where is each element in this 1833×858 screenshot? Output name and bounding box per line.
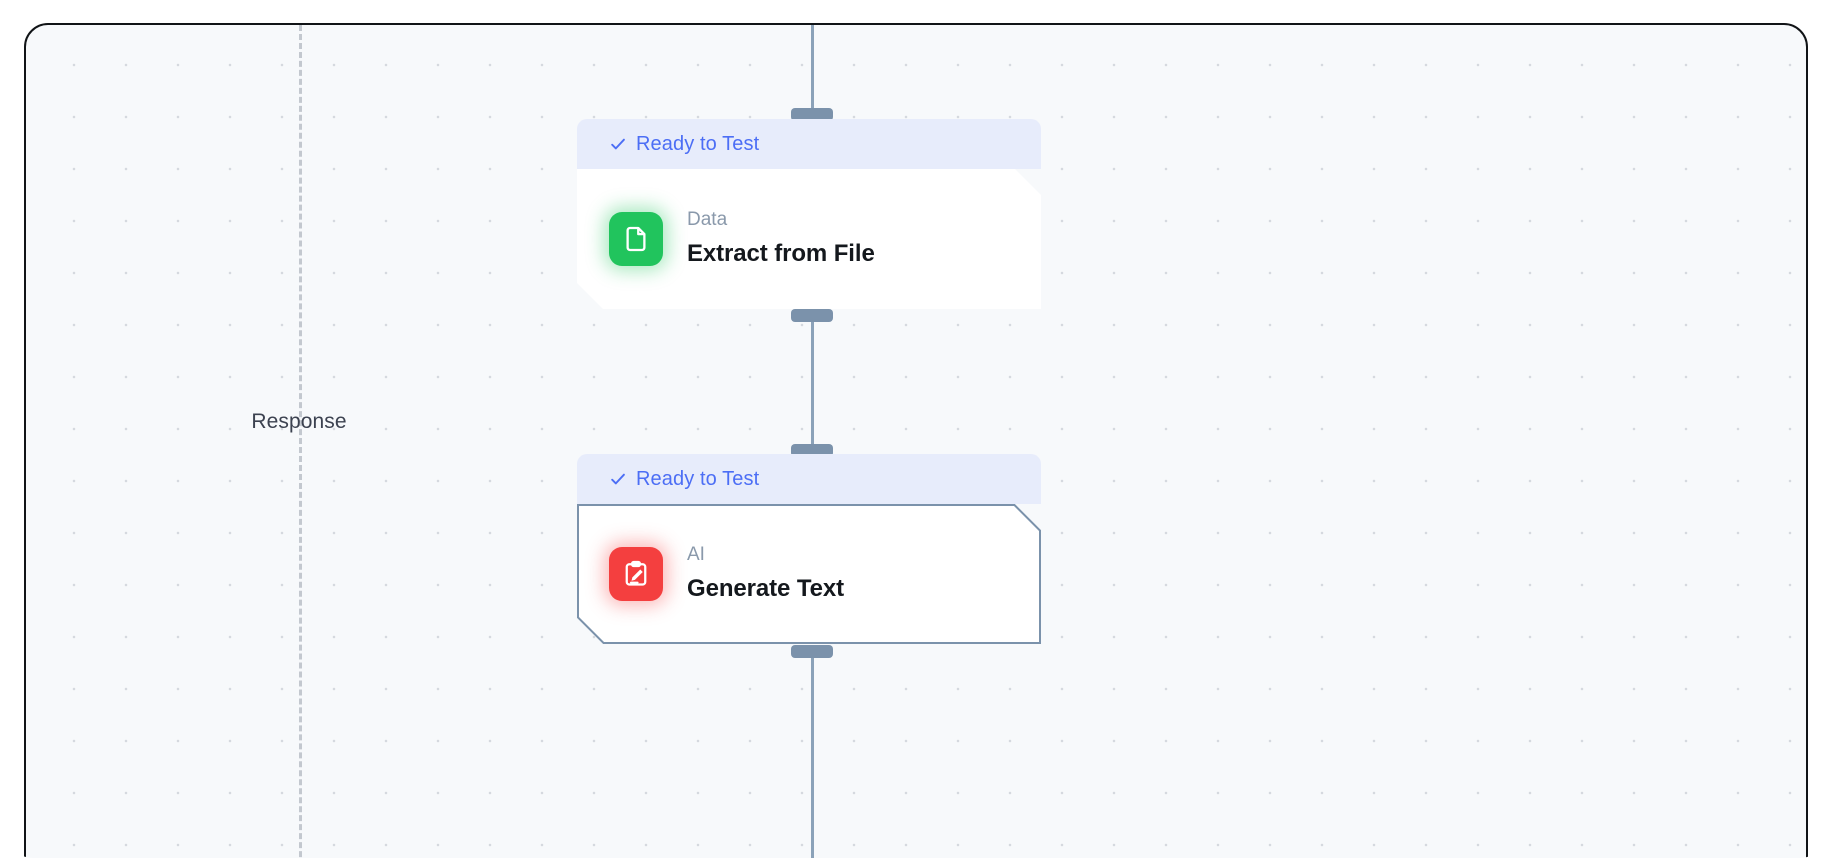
check-icon (611, 473, 625, 485)
node-2-kind: AI (687, 544, 705, 566)
file-document-icon (609, 212, 663, 266)
edge-between-nodes[interactable] (811, 319, 814, 453)
node-1-content: Data Extract from File (609, 209, 875, 269)
response-guide-label: Response (251, 410, 347, 433)
node-2-status-text: Ready to Test (636, 467, 760, 490)
node-1-status-badge[interactable]: Ready to Test (577, 119, 1041, 169)
node-1-target-handle[interactable] (791, 108, 833, 121)
node-generate-text[interactable]: Ready to Test AI (577, 454, 1041, 644)
check-icon (611, 138, 625, 150)
edge-outgoing[interactable] (811, 653, 814, 858)
node-2-title: Generate Text (687, 575, 844, 602)
node-1-kind: Data (687, 209, 728, 231)
node-2-source-handle[interactable] (791, 645, 833, 658)
workflow-canvas[interactable]: Response Ready to Test (24, 23, 1808, 858)
node-extract-from-file[interactable]: Ready to Test Data Extract from File (577, 119, 1041, 309)
node-1-source-handle[interactable] (791, 309, 833, 322)
node-2-target-handle[interactable] (791, 444, 833, 457)
node-1-text: Data Extract from File (687, 209, 875, 269)
node-2-card[interactable]: AI Generate Text (577, 504, 1041, 644)
node-2-text: AI Generate Text (687, 544, 844, 604)
node-1-card[interactable]: Data Extract from File (577, 169, 1041, 309)
clipboard-pencil-icon (609, 547, 663, 601)
response-guide-line (299, 25, 302, 858)
node-2-content: AI Generate Text (609, 544, 844, 604)
node-1-title: Extract from File (687, 240, 875, 267)
edge-incoming[interactable] (811, 25, 814, 115)
node-1-status-text: Ready to Test (636, 132, 760, 155)
node-2-status-badge[interactable]: Ready to Test (577, 454, 1041, 504)
